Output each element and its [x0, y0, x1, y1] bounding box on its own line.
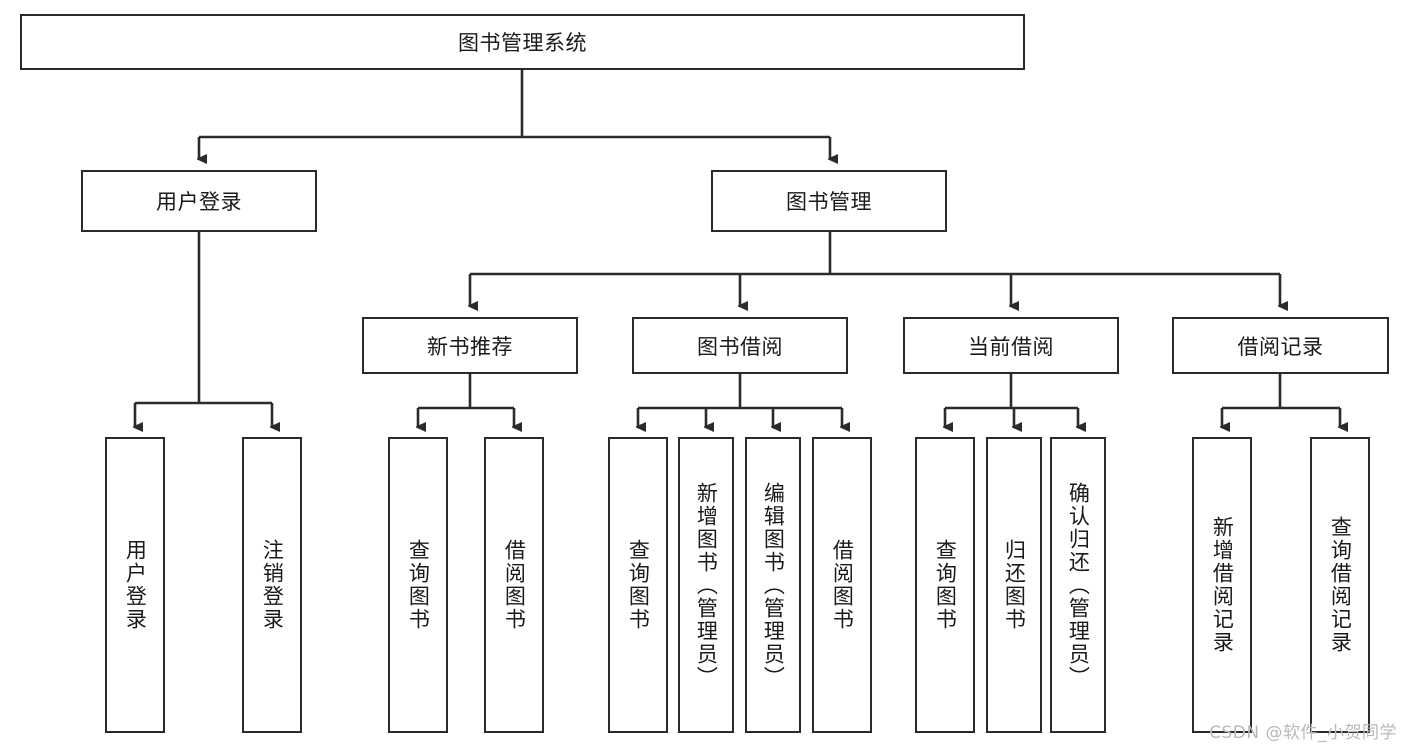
node-label: 注销登录 — [260, 539, 285, 631]
edge-group-current-borrow — [945, 374, 1078, 427]
leaf-query-book-current[interactable]: 查询图书 — [915, 437, 975, 733]
node-label: 新增借阅记录 — [1210, 516, 1235, 654]
node-label: 新书推荐 — [427, 334, 513, 359]
node-root[interactable]: 图书管理系统 — [20, 14, 1025, 70]
node-label: 图书借阅 — [697, 334, 783, 359]
leaf-logout[interactable]: 注销登录 — [242, 437, 302, 733]
node-label: 当前借阅 — [968, 334, 1054, 359]
node-label: 借阅记录 — [1237, 334, 1324, 359]
node-book-borrow[interactable]: 图书借阅 — [632, 317, 848, 374]
leaf-edit-book-admin[interactable]: 编辑图书（管理员） — [745, 437, 801, 733]
node-current-borrow[interactable]: 当前借阅 — [903, 317, 1119, 374]
node-label: 用户登录 — [156, 190, 242, 214]
leaf-user-login[interactable]: 用户登录 — [105, 437, 165, 733]
node-label: 新增图书（管理员） — [694, 481, 719, 689]
node-label: 图书管理系统 — [458, 31, 587, 55]
node-label: 借阅图书 — [830, 539, 855, 631]
node-book-management[interactable]: 图书管理 — [711, 170, 947, 232]
node-new-book-recommend[interactable]: 新书推荐 — [362, 317, 578, 374]
leaf-borrow-book[interactable]: 借阅图书 — [812, 437, 872, 733]
leaf-query-book-new[interactable]: 查询图书 — [388, 437, 448, 733]
node-label: 用户登录 — [123, 539, 148, 631]
node-label: 查询图书 — [406, 539, 431, 631]
node-user-login[interactable]: 用户登录 — [81, 170, 317, 232]
edge-group-new-books — [418, 374, 514, 427]
node-label: 确认归还（管理员） — [1066, 481, 1091, 689]
edge-group-book-mgmt — [470, 232, 1280, 306]
node-label: 归还图书 — [1002, 539, 1027, 631]
csdn-watermark: CSDN @软件_小贺同学 — [1209, 723, 1397, 743]
node-label: 查询图书 — [933, 539, 958, 631]
node-label: 查询图书 — [626, 539, 651, 631]
leaf-return-book[interactable]: 归还图书 — [986, 437, 1042, 733]
leaf-query-book-borrow[interactable]: 查询图书 — [608, 437, 668, 733]
leaf-add-book-admin[interactable]: 新增图书（管理员） — [678, 437, 734, 733]
leaf-query-borrow-record[interactable]: 查询借阅记录 — [1310, 437, 1370, 733]
node-label: 借阅图书 — [502, 539, 527, 631]
edge-group-book-borrow — [638, 374, 842, 427]
edge-group-root — [199, 70, 830, 159]
leaf-confirm-return-admin[interactable]: 确认归还（管理员） — [1050, 437, 1106, 733]
leaf-add-borrow-record[interactable]: 新增借阅记录 — [1192, 437, 1252, 733]
node-label: 图书管理 — [786, 190, 872, 214]
node-borrow-record[interactable]: 借阅记录 — [1172, 317, 1389, 374]
edge-group-user-login — [135, 232, 272, 427]
edge-group-borrow-records — [1222, 374, 1340, 427]
node-label: 编辑图书（管理员） — [761, 481, 786, 689]
node-label: 查询借阅记录 — [1328, 516, 1353, 654]
leaf-borrow-book-new[interactable]: 借阅图书 — [484, 437, 544, 733]
